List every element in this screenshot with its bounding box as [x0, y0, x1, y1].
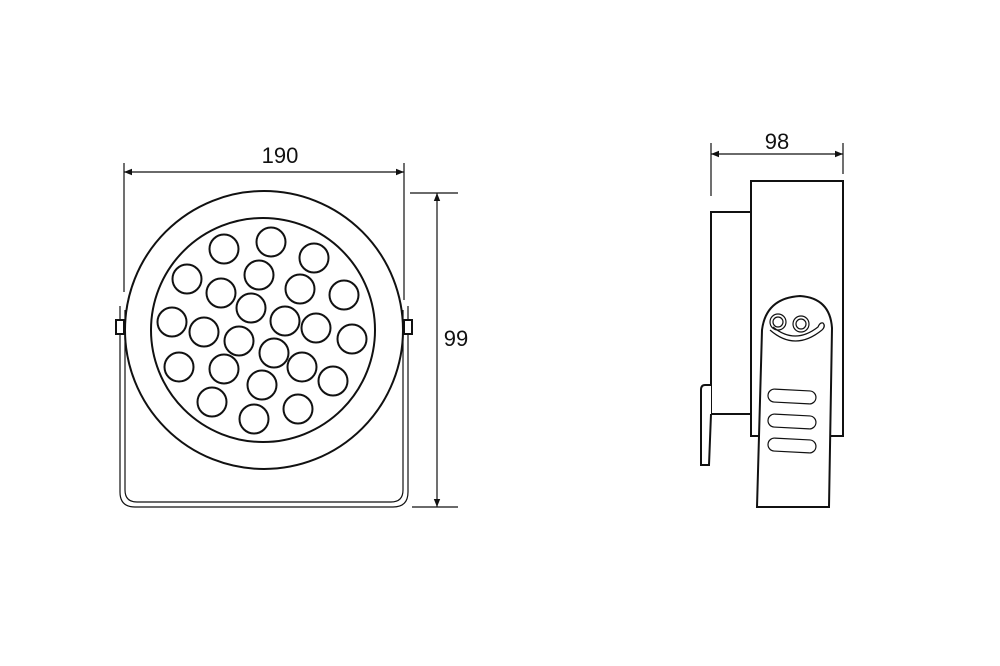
width-dimension: 190: [123, 143, 405, 300]
led-array: [156, 226, 368, 435]
led-lens: [156, 306, 188, 338]
bracket-bolts: [769, 313, 825, 342]
depth-dimension: 98: [710, 129, 844, 196]
led-lens: [300, 312, 332, 344]
led-lens: [208, 353, 240, 385]
depth-dimension-label: 98: [765, 129, 789, 154]
led-lens: [282, 393, 314, 425]
bracket-pivot-left: [115, 319, 125, 335]
led-lens: [328, 279, 360, 311]
led-lens: [208, 233, 240, 265]
led-lens: [196, 386, 228, 418]
led-lens: [223, 325, 255, 357]
lens-plate: [150, 217, 376, 443]
led-lens: [284, 273, 316, 305]
led-lens: [255, 226, 287, 258]
led-lens: [188, 316, 220, 348]
led-lens: [243, 259, 275, 291]
led-lens: [205, 277, 237, 309]
vent-slots: [767, 388, 817, 454]
led-lens: [269, 305, 301, 337]
led-lens: [171, 263, 203, 295]
width-dimension-label: 190: [262, 143, 299, 168]
led-lens: [298, 242, 330, 274]
side-view: 98: [700, 129, 844, 508]
height-dimension: 99: [410, 192, 468, 508]
height-dimension-label: 99: [444, 326, 468, 351]
led-lens: [163, 351, 195, 383]
led-lens: [336, 323, 368, 355]
mounting-bracket: [115, 306, 413, 508]
bracket-pivot-right: [403, 319, 413, 335]
led-lens: [286, 351, 318, 383]
side-clip: [700, 384, 712, 466]
housing-outer-ring: [124, 190, 404, 470]
front-view: 190 99: [115, 143, 468, 508]
led-lens: [246, 369, 278, 401]
led-lens: [235, 292, 267, 324]
led-lens: [258, 337, 290, 369]
rear-housing: [710, 211, 752, 415]
led-lens: [238, 403, 270, 435]
side-bracket: [755, 294, 834, 508]
led-lens: [317, 365, 349, 397]
